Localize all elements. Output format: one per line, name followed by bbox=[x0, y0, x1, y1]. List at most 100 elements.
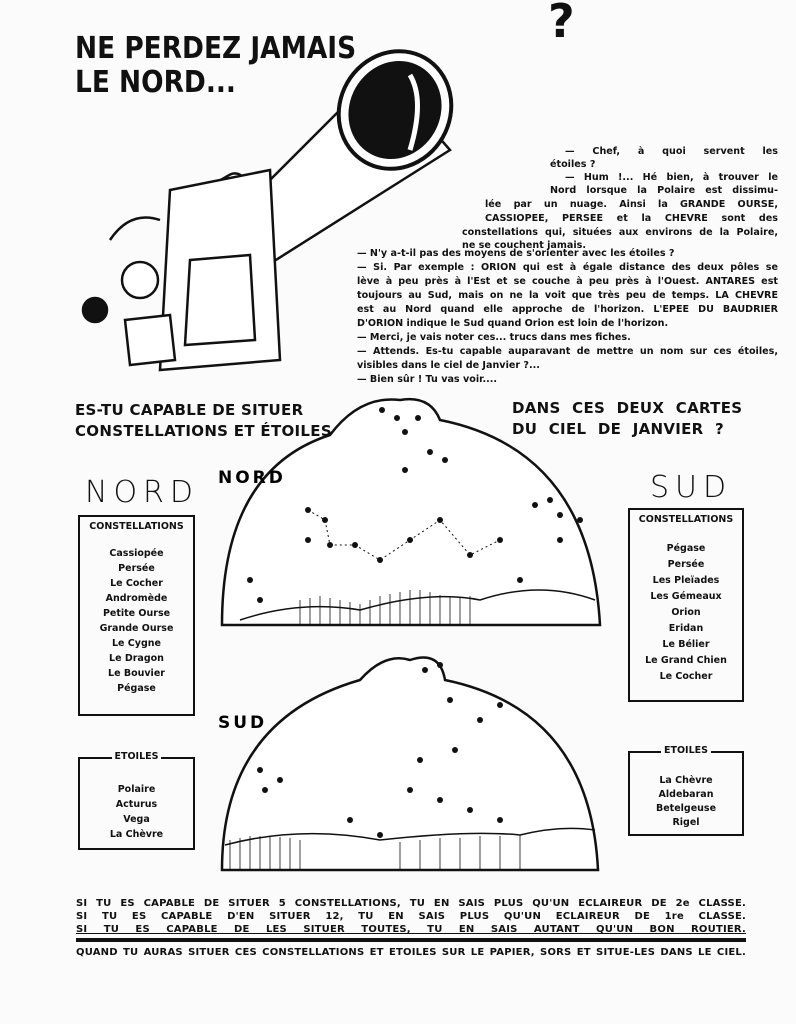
list-item: Grande Ourse bbox=[99, 623, 174, 634]
list-item: Petite Ourse bbox=[102, 608, 171, 619]
heading-line: DU CIEL DE JANVIER ? bbox=[512, 420, 725, 438]
list-item: La Chèvre bbox=[659, 775, 713, 786]
star-dot bbox=[557, 537, 563, 543]
star-dot bbox=[497, 817, 503, 823]
star-dot bbox=[447, 697, 453, 703]
title-line: LE NORD... bbox=[75, 65, 236, 100]
bottom-line: QUAND TU AURAS SITUER CES CONSTELLATIONS… bbox=[76, 947, 746, 958]
dialogue-line: lève à peu près à l'Est et se couche à p… bbox=[357, 276, 778, 287]
page-title: NE PERDEZ JAMAIS LE NORD... bbox=[75, 32, 356, 100]
heading-line: ES-TU CAPABLE DE SITUER bbox=[75, 401, 304, 419]
star-dot bbox=[277, 777, 283, 783]
star-dot bbox=[415, 415, 421, 421]
question-mark: ? bbox=[548, 0, 575, 48]
dialogue-line: — Bien sûr ! Tu vas voir.... bbox=[357, 374, 498, 385]
star-dot bbox=[422, 667, 428, 673]
star-dot bbox=[427, 449, 433, 455]
star-dot bbox=[322, 517, 328, 523]
telescope-illustration bbox=[81, 49, 454, 372]
heading-line: CONSTELLATIONS ET ÉTOILES bbox=[75, 422, 332, 440]
star-dot bbox=[407, 787, 413, 793]
dialogue-line: — Merci, je vais noter ces... trucs dans… bbox=[357, 332, 631, 343]
list-item: La Chèvre bbox=[109, 829, 164, 840]
star-dot bbox=[394, 415, 400, 421]
list-item: Le Grand Chien bbox=[645, 655, 727, 666]
dialogue-line: constellations qui, situées aux environs… bbox=[462, 227, 778, 238]
sud-label: SUD bbox=[650, 470, 733, 505]
nord-dome bbox=[220, 397, 602, 627]
star-dot bbox=[442, 457, 448, 463]
list-item: Les Gémeaux bbox=[650, 591, 722, 602]
star-dot bbox=[417, 757, 423, 763]
list-item: Andromède bbox=[105, 593, 168, 604]
star-dot bbox=[557, 512, 563, 518]
list-item: Le Cocher bbox=[110, 578, 163, 589]
heading-line: DANS CES DEUX CARTES bbox=[512, 399, 743, 417]
star-dot bbox=[262, 787, 268, 793]
star-dot bbox=[257, 767, 263, 773]
star-dot bbox=[379, 407, 385, 413]
list-item: Vega bbox=[123, 814, 150, 825]
list-item: Pégase bbox=[117, 683, 156, 694]
box-title: CONSTELLATIONS bbox=[638, 514, 734, 525]
list-item: Acturus bbox=[115, 799, 158, 810]
star-dot bbox=[402, 429, 408, 435]
dialogue-line: ne se couchent jamais. bbox=[462, 240, 586, 251]
star-dot bbox=[467, 807, 473, 813]
list-item: Eridan bbox=[668, 623, 704, 634]
dialogue-line: — Attends. Es-tu capable auparavant de m… bbox=[357, 346, 778, 357]
dialogue-line: visibles dans le ciel de Janvier ?... bbox=[357, 360, 540, 371]
dialogue-line: — N'y a-t-il pas des moyens de s'oriente… bbox=[357, 248, 675, 259]
dialogue-line: — Chef, à quoi servent les bbox=[565, 146, 778, 157]
list-item: Le Cygne bbox=[112, 638, 161, 649]
star-dot bbox=[402, 467, 408, 473]
dialogue-line: toujours au Sud, mais on ne la voit que … bbox=[357, 290, 778, 301]
star-dot bbox=[437, 662, 443, 668]
heading-right: DANS CES DEUX CARTES DU CIEL DE JANVIER … bbox=[512, 398, 742, 440]
list-item: Polaire bbox=[117, 784, 156, 795]
star-dot bbox=[467, 552, 473, 558]
star-dot bbox=[577, 517, 583, 523]
star-dot bbox=[477, 717, 483, 723]
star-dot bbox=[452, 747, 458, 753]
list-item: Pégase bbox=[666, 543, 706, 554]
dialogue-line: est au Nord quand elle approche de l'hor… bbox=[357, 304, 778, 315]
star-dot bbox=[257, 597, 263, 603]
list-item: Le Dragon bbox=[109, 653, 164, 664]
dialogue-line: lée par un nuage. Ainsi la GRANDE OURSE, bbox=[485, 199, 778, 210]
dialogue-line: D'ORION indique le Sud quand Orion est l… bbox=[357, 318, 669, 329]
divider bbox=[76, 938, 746, 942]
box-title: ETOILES bbox=[661, 745, 711, 756]
dialogue-line: CASSIOPEE, PERSEE et la CHEVRE sont des bbox=[485, 213, 778, 224]
bottom-line: SI TU ES CAPABLE D'EN SITUER 12, TU EN S… bbox=[76, 911, 746, 922]
list-item: Persée bbox=[667, 559, 705, 570]
list-item: Cassiopée bbox=[109, 548, 164, 559]
box-title: ETOILES bbox=[111, 751, 162, 762]
bottom-line: SI TU ES CAPABLE DE LES SITUER TOUTES, T… bbox=[76, 924, 746, 935]
star-dot bbox=[547, 497, 553, 503]
title-line: NE PERDEZ JAMAIS bbox=[75, 31, 357, 66]
star-dot bbox=[305, 537, 311, 543]
nord-map-label: NORD bbox=[218, 468, 286, 488]
star-dot bbox=[532, 502, 538, 508]
star-dot bbox=[347, 817, 353, 823]
star-dot bbox=[377, 832, 383, 838]
dialogue-line: — Hum !... Hé bien, à trouver le bbox=[565, 172, 778, 183]
dialogue-line: — Si. Par exemple : ORION qui est à égal… bbox=[357, 262, 778, 273]
list-item: Le Cocher bbox=[659, 671, 713, 682]
list-item: Betelgeuse bbox=[655, 803, 717, 814]
dialogue-line: étoiles ? bbox=[550, 159, 596, 170]
bottom-line: SI TU ES CAPABLE DE SITUER 5 CONSTELLATI… bbox=[76, 898, 746, 909]
star-dot bbox=[497, 702, 503, 708]
dialogue-line: Nord lorsque la Polaire est dissimu- bbox=[550, 185, 778, 196]
sud-map-label: SUD bbox=[218, 713, 267, 733]
list-item: Aldebaran bbox=[658, 789, 714, 800]
list-item: Les Pleïades bbox=[652, 575, 720, 586]
list-item: Orion bbox=[671, 607, 701, 618]
